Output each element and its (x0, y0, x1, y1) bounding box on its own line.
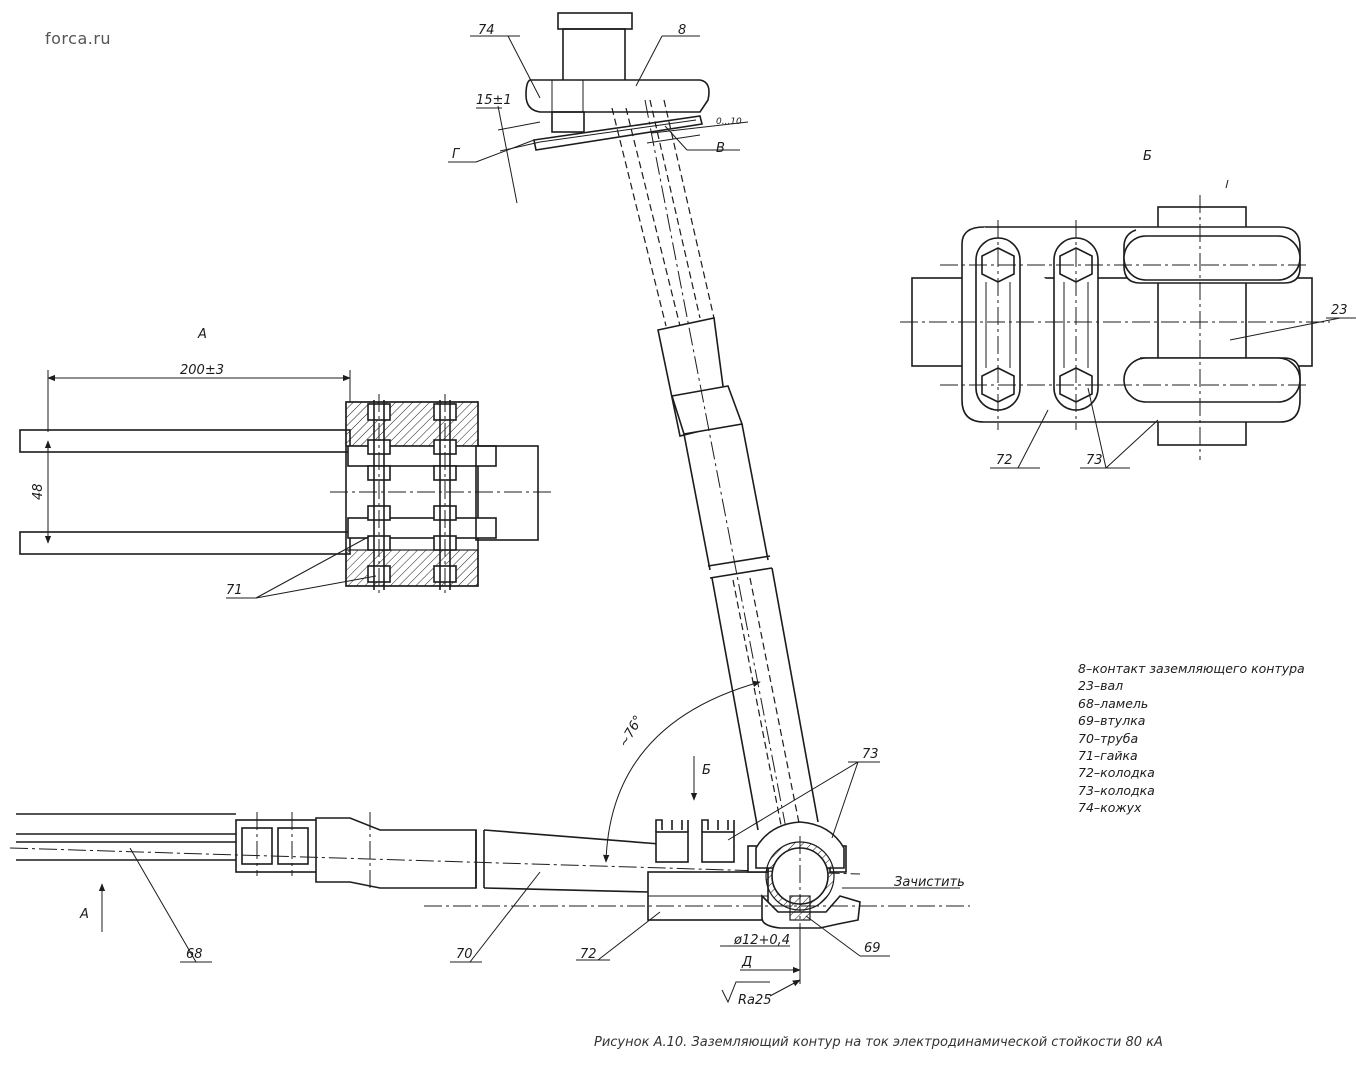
legend-item: 8–контакт заземляющего контура (1078, 661, 1305, 676)
legend-item: 23–вал (1078, 678, 1124, 694)
legend-item: 68–ламель (1078, 695, 1149, 711)
dim-angle: ~76° (616, 713, 646, 750)
parts-legend: 8–контакт заземляющего контура 23–вал 68… (1078, 660, 1305, 817)
roughness: Ra25 (738, 993, 772, 1008)
label-8: 8 (678, 23, 686, 38)
label-73-top: 73 (1086, 453, 1103, 468)
label-68: 68 (186, 947, 203, 962)
label-v: В (716, 141, 725, 156)
legend-item: 74–кожух (1078, 800, 1142, 816)
label-69: 69 (864, 941, 881, 956)
view-b (900, 179, 1356, 469)
label-23: 23 (1331, 303, 1348, 318)
legend-item: 69–втулка (1078, 713, 1146, 729)
legend-item: 71–гайка (1078, 748, 1138, 764)
label-g: Г (452, 147, 461, 162)
view-b-title: Б (1143, 149, 1152, 164)
label-d: Д (741, 955, 752, 970)
dim-hole: ø12+0,4 (733, 933, 790, 948)
label-74: 74 (478, 23, 495, 38)
dim-clearance: 0...10 (716, 117, 742, 127)
dim-200: 200±3 (180, 363, 224, 378)
arrow-a-label: А (79, 907, 89, 922)
arrow-b-label: Б (702, 763, 711, 778)
bolt-studs (367, 394, 457, 596)
dim-48: 48 (31, 483, 46, 500)
note-clean: Зачистить (894, 875, 965, 890)
legend-item: 70–труба (1078, 730, 1139, 746)
view-a (19, 370, 552, 599)
contact-assembly-top (448, 12, 749, 204)
label-71: 71 (226, 583, 243, 598)
view-a-title: А (197, 327, 207, 342)
labels: 74 8 15±1 Г 0...10 В Б 23 72 73 А 200±3 … (31, 23, 1348, 1008)
label-73-bottom: 73 (862, 747, 879, 762)
dim-15: 15±1 (476, 93, 512, 108)
label-70: 70 (456, 947, 473, 962)
label-72-top: 72 (996, 453, 1013, 468)
legend-item: 73–колодка (1078, 782, 1155, 798)
inclined-tube (611, 99, 819, 881)
watermark-text: forca.ru (45, 29, 112, 48)
bottom-assembly (9, 680, 970, 1004)
legend-item: 72–колодка (1078, 765, 1155, 781)
figure-caption: Рисунок А.10. Заземляющий контур на ток … (594, 1035, 1163, 1050)
label-72-bottom: 72 (580, 947, 597, 962)
